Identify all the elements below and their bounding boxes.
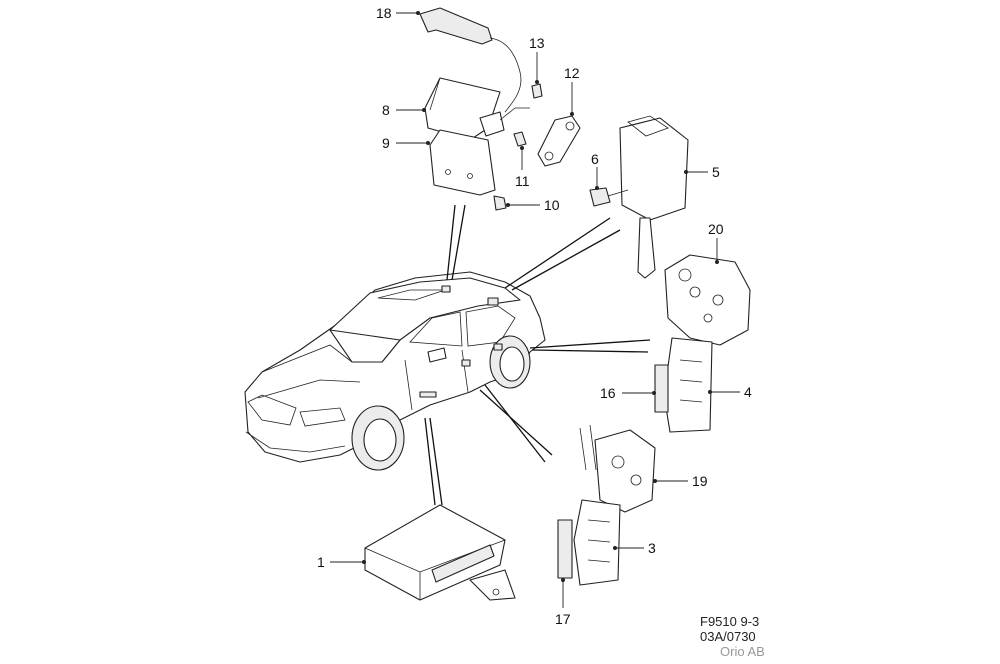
part-4-lock-body bbox=[663, 337, 713, 433]
car-illustration bbox=[244, 271, 546, 471]
callout-6: 6 bbox=[591, 151, 599, 190]
callout-17: 17 bbox=[555, 578, 571, 627]
callout-16: 16 bbox=[600, 385, 656, 401]
callout-10-label: 10 bbox=[544, 197, 560, 213]
reference-line-1: F9510 9-3 bbox=[700, 614, 759, 629]
callout-11-label: 11 bbox=[515, 173, 530, 189]
callout-8: 8 bbox=[382, 102, 426, 118]
part-16-seal bbox=[654, 364, 669, 413]
part-10-bolt bbox=[493, 195, 507, 211]
callout-20-label: 20 bbox=[708, 221, 724, 237]
callout-4-label: 4 bbox=[744, 384, 752, 400]
callout-9: 9 bbox=[382, 135, 430, 151]
callout-18-label: 18 bbox=[376, 5, 392, 21]
reference-block: F9510 9-3 03A/0730 Orio AB bbox=[700, 614, 765, 659]
part-18-transmitter bbox=[419, 7, 522, 113]
callout-17-label: 17 bbox=[555, 611, 571, 627]
callout-1-label: 1 bbox=[317, 554, 325, 570]
callout-19-label: 19 bbox=[692, 473, 708, 489]
callout-6-label: 6 bbox=[591, 151, 599, 167]
callout-9-label: 9 bbox=[382, 135, 390, 151]
callout-8-label: 8 bbox=[382, 102, 390, 118]
callout-13-label: 13 bbox=[529, 35, 545, 51]
part-8-module bbox=[424, 77, 530, 141]
part-11-screw bbox=[513, 131, 527, 147]
callout-4: 4 bbox=[708, 384, 752, 400]
callout-5: 5 bbox=[684, 164, 720, 180]
callout-12-label: 12 bbox=[564, 65, 580, 81]
callout-1: 1 bbox=[317, 554, 366, 570]
part-9-bracket bbox=[429, 129, 496, 196]
part-3-lock-lower bbox=[573, 499, 621, 586]
part-5-actuator bbox=[619, 115, 689, 279]
part-19-lock-upper bbox=[579, 424, 656, 513]
callout-11: 11 bbox=[515, 146, 530, 189]
car-pointers bbox=[424, 204, 651, 506]
part-13-screw bbox=[531, 83, 543, 99]
callout-12: 12 bbox=[564, 65, 580, 116]
part-17-seal bbox=[557, 519, 573, 579]
callout-13: 13 bbox=[529, 35, 545, 84]
part-12-lever bbox=[537, 115, 581, 167]
part-6-screw bbox=[589, 187, 629, 207]
part-1-control-module bbox=[364, 504, 516, 601]
callout-19: 19 bbox=[653, 473, 708, 489]
callout-20: 20 bbox=[708, 221, 724, 264]
callout-5-label: 5 bbox=[712, 164, 720, 180]
reference-line-3: Orio AB bbox=[720, 644, 765, 659]
callout-16-label: 16 bbox=[600, 385, 616, 401]
part-20-lock-housing bbox=[664, 254, 751, 346]
reference-line-2: 03A/0730 bbox=[700, 629, 756, 644]
callout-3-label: 3 bbox=[648, 540, 656, 556]
callout-18: 18 bbox=[376, 5, 420, 21]
callout-10: 10 bbox=[506, 197, 560, 213]
callout-3: 3 bbox=[613, 540, 656, 556]
